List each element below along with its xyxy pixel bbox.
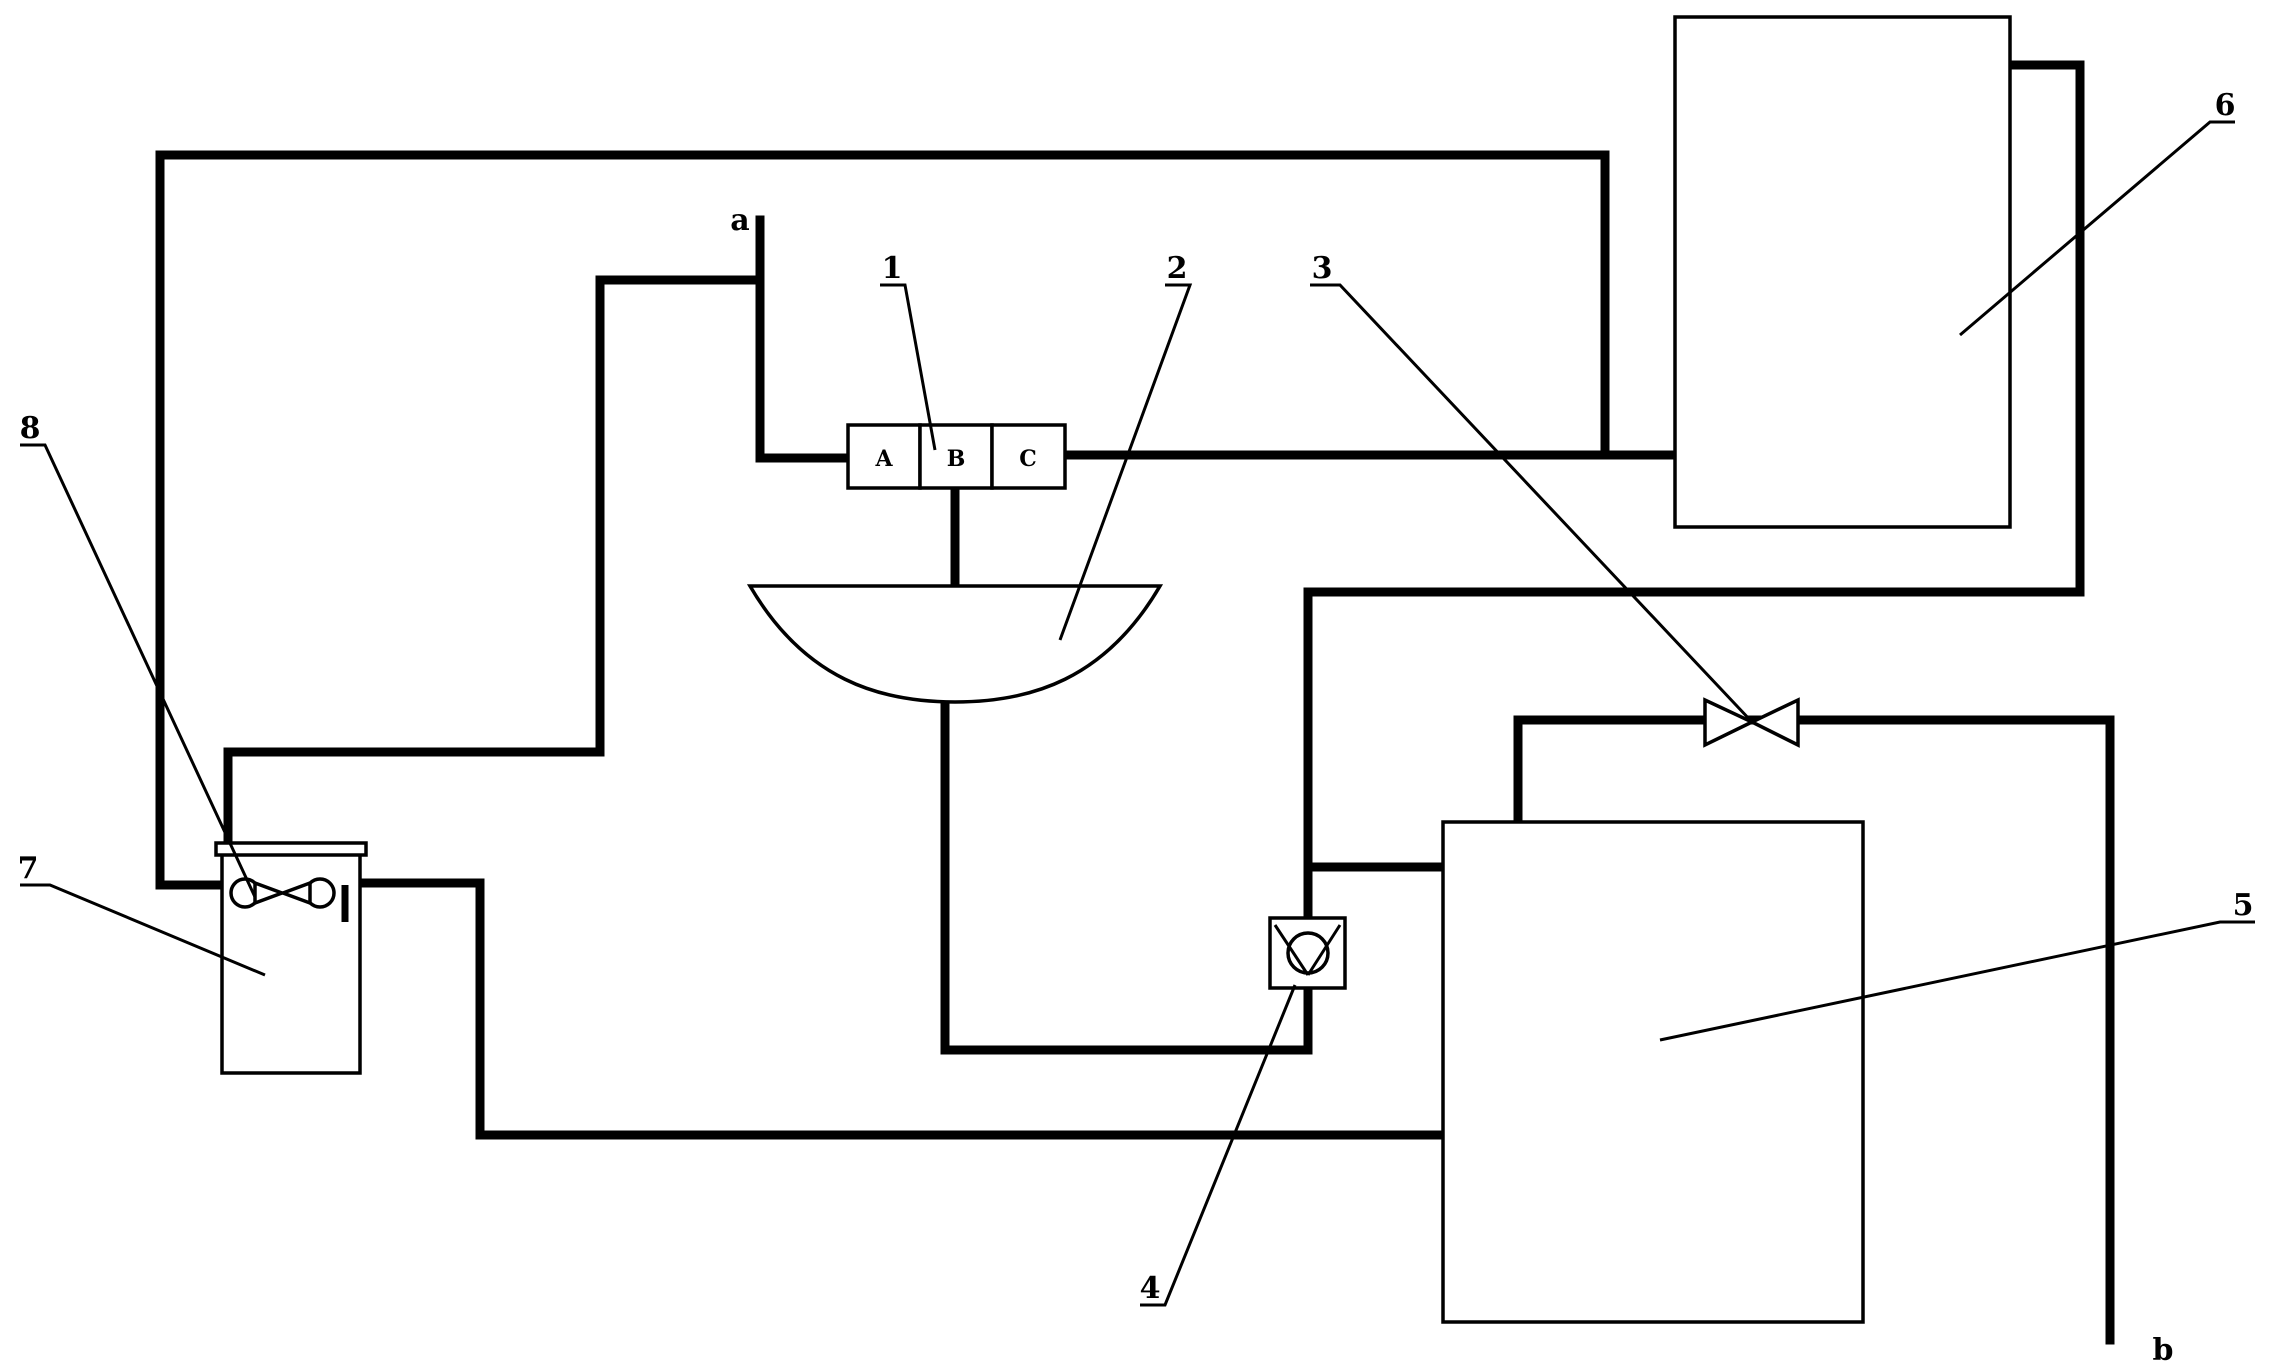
leader-1 bbox=[880, 283, 937, 451]
label-6: 6 bbox=[2215, 88, 2236, 123]
leader-5 bbox=[1659, 920, 2255, 1042]
pipe-vessel-to-tank5 bbox=[360, 878, 1448, 1140]
leader-2 bbox=[1058, 283, 1193, 641]
pipe-pump-to-tank6 bbox=[1303, 60, 2085, 920]
pipes bbox=[155, 60, 2115, 1345]
basin bbox=[746, 584, 1164, 704]
number-labels: 1 2 3 4 5 6 7 8 a b bbox=[18, 88, 2254, 1368]
leader-lines bbox=[20, 120, 2255, 1307]
leader-4 bbox=[1140, 984, 1297, 1307]
pipe-to-vessel bbox=[223, 275, 765, 890]
leader-3 bbox=[1310, 283, 1754, 724]
valve-port-c-box bbox=[990, 423, 1067, 490]
pipe-inlet-a bbox=[755, 215, 853, 463]
vessel bbox=[214, 841, 368, 1075]
pipe-tank5-to-valve bbox=[1513, 715, 1710, 827]
valve-port-a-box bbox=[846, 423, 922, 490]
tank-upper bbox=[1673, 15, 2012, 529]
tank-lower bbox=[1441, 820, 1865, 1324]
leader-8 bbox=[20, 443, 257, 898]
label-4: 4 bbox=[1140, 1271, 1161, 1306]
port-label-b: b bbox=[2153, 1333, 2174, 1368]
valve-port-c-label: C bbox=[1019, 446, 1037, 472]
label-5: 5 bbox=[2233, 888, 2254, 923]
label-2: 2 bbox=[1167, 251, 1188, 286]
label-8: 8 bbox=[20, 411, 41, 446]
pump-small bbox=[229, 877, 336, 909]
port-label-a: a bbox=[730, 203, 749, 238]
label-1: 1 bbox=[882, 251, 903, 286]
label-7: 7 bbox=[18, 851, 39, 886]
leader-6 bbox=[1959, 120, 2235, 337]
pipe-basin-to-pump bbox=[940, 695, 1313, 1055]
valve-block: A B C bbox=[846, 423, 1067, 490]
pipe-top-loop bbox=[155, 150, 1680, 890]
leader-7 bbox=[20, 883, 266, 977]
pipe-valve-to-outlet-b bbox=[1747, 715, 2115, 1345]
valve-port-a-label: A bbox=[874, 446, 893, 472]
valve-port-b-label: B bbox=[947, 446, 966, 472]
check-pump bbox=[1268, 916, 1347, 990]
label-3: 3 bbox=[1312, 251, 1333, 286]
gate-valve bbox=[1703, 697, 1800, 748]
